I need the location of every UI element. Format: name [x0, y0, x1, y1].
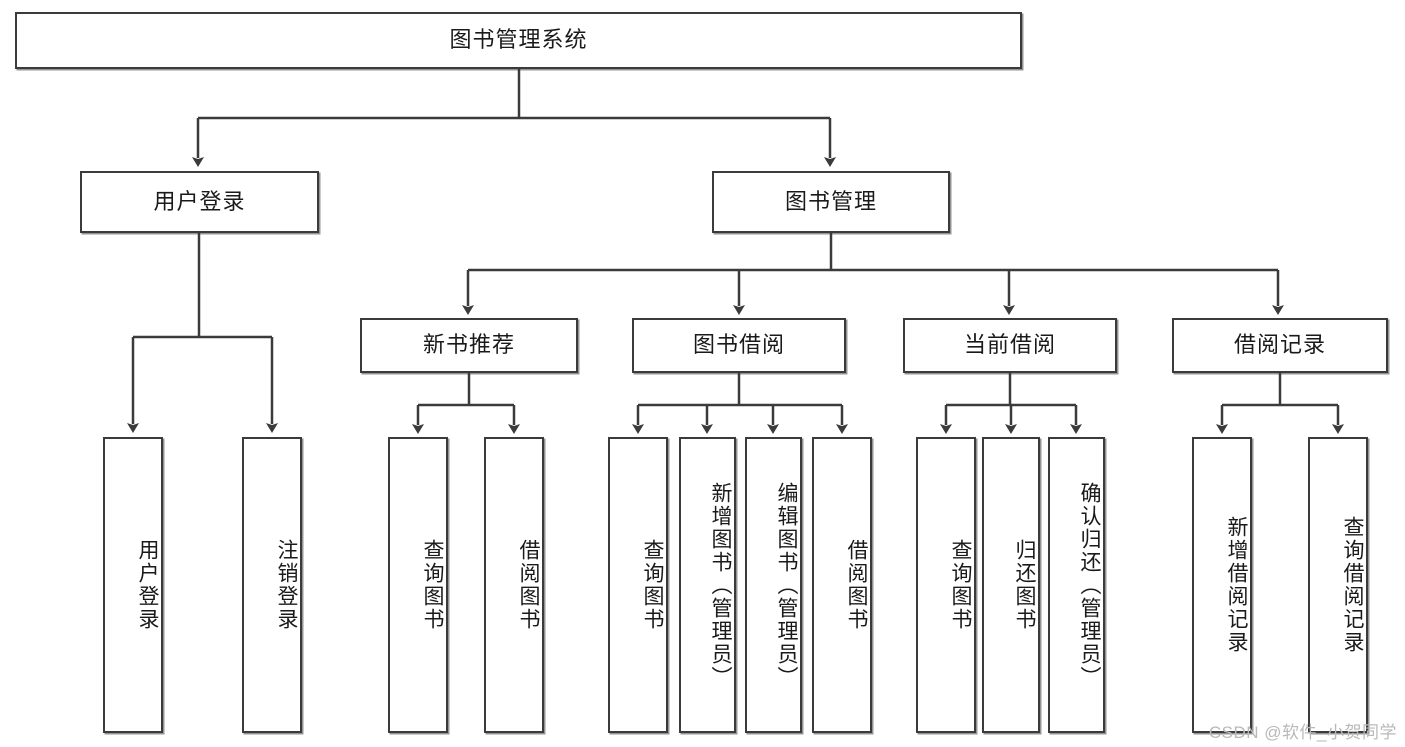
node-book-manage[interactable]: 图书管理	[712, 171, 950, 233]
node-label: 借阅图书	[517, 539, 540, 631]
node-leaf-user-login[interactable]: 用户登录	[103, 437, 163, 733]
node-leaf-query-book-cur[interactable]: 查询图书	[916, 437, 976, 733]
node-leaf-query-book-borrow[interactable]: 查询图书	[608, 437, 668, 733]
node-current-borrow[interactable]: 当前借阅	[903, 318, 1117, 373]
node-user-login[interactable]: 用户登录	[80, 171, 319, 233]
node-leaf-add-book[interactable]: 新增图书（管理员）	[679, 437, 736, 733]
node-label: 确认归还（管理员）	[1078, 481, 1101, 689]
node-book-borrow[interactable]: 图书借阅	[632, 318, 846, 373]
node-label: 新增借阅记录	[1225, 516, 1248, 654]
node-leaf-query-book-rec[interactable]: 查询图书	[388, 437, 448, 733]
node-label: 查询图书	[421, 539, 444, 631]
node-leaf-edit-book[interactable]: 编辑图书（管理员）	[745, 437, 802, 733]
node-label: 新增图书（管理员）	[709, 481, 732, 689]
node-label: 归还图书	[1013, 539, 1036, 631]
watermark: CSDN @软件_小贺同学	[1208, 723, 1397, 742]
edge-root-to-level2	[192, 69, 836, 167]
node-leaf-confirm-return[interactable]: 确认归还（管理员）	[1048, 437, 1105, 733]
node-label: 用户登录	[136, 539, 159, 631]
node-root[interactable]: 图书管理系统	[15, 12, 1022, 69]
node-label: 查询借阅记录	[1341, 516, 1364, 654]
edge-bookmanage-to-level3	[462, 233, 1284, 315]
node-leaf-borrow-book-rec[interactable]: 借阅图书	[484, 437, 544, 733]
edge-currentborrow-to-leaves	[940, 373, 1082, 434]
node-new-book-recommend[interactable]: 新书推荐	[360, 318, 578, 373]
node-leaf-return-book[interactable]: 归还图书	[982, 437, 1040, 733]
node-leaf-query-record[interactable]: 查询借阅记录	[1308, 437, 1368, 733]
node-label: 注销登录	[275, 539, 298, 631]
node-leaf-borrow-book[interactable]: 借阅图书	[812, 437, 872, 733]
node-label: 借阅图书	[845, 539, 868, 631]
edge-bookborrow-to-leaves	[632, 373, 848, 434]
edge-newbook-to-leaves	[412, 373, 520, 434]
node-leaf-add-record[interactable]: 新增借阅记录	[1192, 437, 1252, 733]
node-label: 查询图书	[641, 539, 664, 631]
node-label: 编辑图书（管理员）	[775, 481, 798, 689]
node-borrow-record[interactable]: 借阅记录	[1172, 318, 1388, 373]
node-label: 查询图书	[949, 539, 972, 631]
edge-borrowrecord-to-leaves	[1216, 373, 1344, 434]
node-leaf-logout[interactable]: 注销登录	[242, 437, 302, 733]
edge-userlogin-to-leaves	[127, 233, 278, 433]
